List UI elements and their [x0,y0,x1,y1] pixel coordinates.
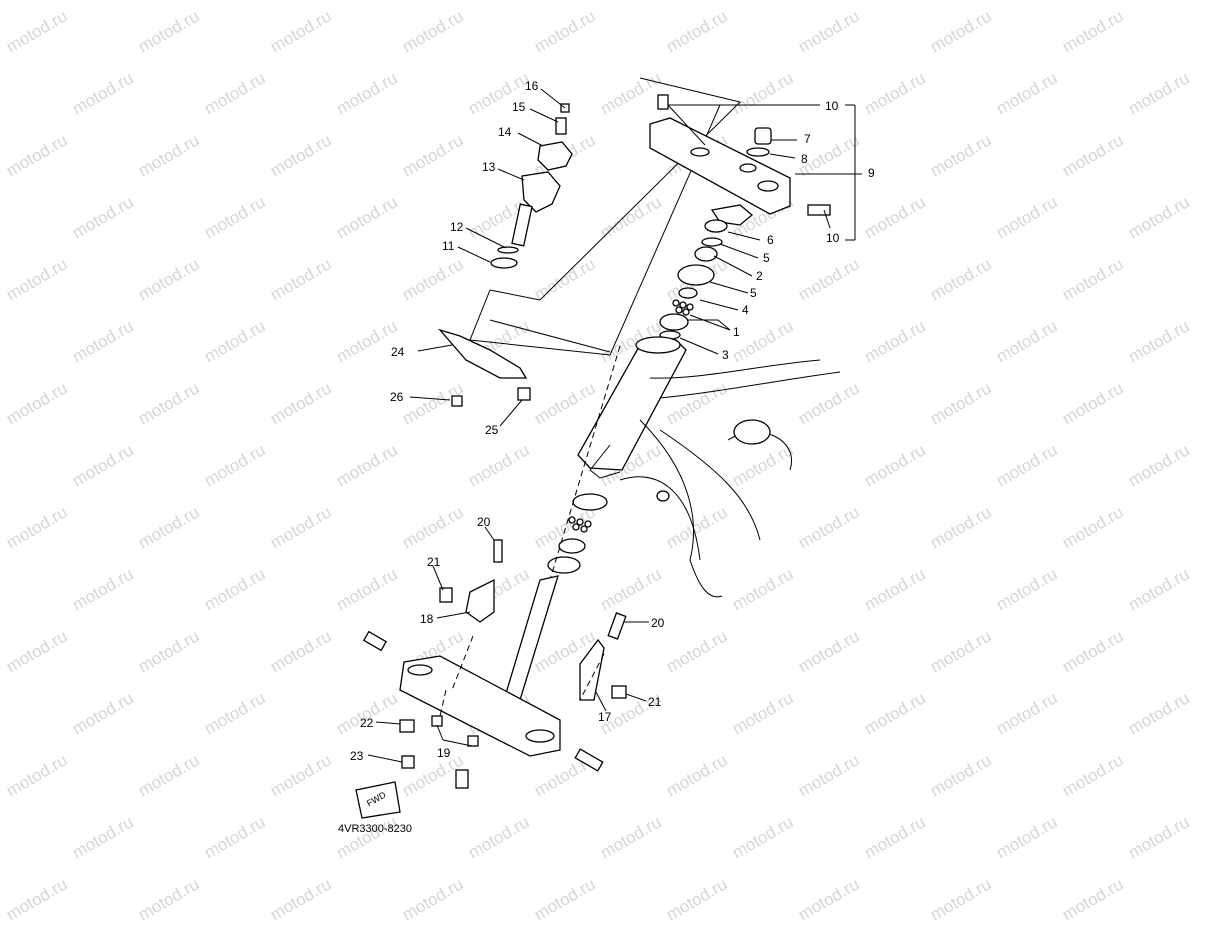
callout-7: 7 [804,132,811,146]
callout-22: 22 [360,716,374,730]
clamp-22 [399,719,415,733]
callout-20-right: 20 [651,616,665,630]
callout-21-left: 21 [427,555,441,569]
callout-5-lower: 5 [750,286,757,300]
callout-2: 2 [756,269,763,283]
callout-5-upper: 5 [763,251,770,265]
callout-6: 6 [767,233,774,247]
diagram-code: 4VR3300-8230 [338,823,413,835]
callout-23: 23 [350,749,364,763]
callout-8: 8 [801,152,808,166]
upper-bracket [649,94,831,216]
callout-26: 26 [390,390,404,404]
callout-13: 13 [482,160,496,174]
bracket-right [579,612,627,701]
callout-20-left: 20 [477,515,491,529]
callout-15: 15 [512,100,526,114]
cable-guide [438,328,531,407]
frame-head-pipe [577,336,841,598]
callout-25: 25 [485,423,499,437]
callout-18: 18 [420,612,434,626]
clip-lower [455,769,469,789]
handlebar-group-frame [489,77,741,301]
callout-10-bottom: 10 [826,231,840,245]
nut-19b [467,735,479,747]
callout-9: 9 [868,166,875,180]
lower-bearing-stack [547,493,608,574]
under-bracket [362,575,604,772]
callout-17: 17 [598,710,612,724]
callout-19: 19 [437,746,451,760]
callout-4: 4 [742,303,749,317]
bracket-left [439,539,503,623]
callout-10-top: 10 [825,99,839,113]
callout-1: 1 [733,325,740,339]
callout-3: 3 [722,348,729,362]
callout-11: 11 [442,239,455,253]
callout-12: 12 [450,220,464,234]
fwd-arrow [355,781,401,819]
bracket-group-frame [489,319,611,353]
nut-19a [431,715,443,727]
bolt-23 [401,755,415,769]
group-link-line [469,104,721,356]
bearing-stack [659,204,754,340]
callout-21-right: 21 [648,695,662,709]
callout-24: 24 [391,345,405,359]
callout-14: 14 [498,125,512,139]
callout-16: 16 [525,79,539,93]
handlebar-holder [490,171,561,269]
holder-cap [537,103,573,171]
